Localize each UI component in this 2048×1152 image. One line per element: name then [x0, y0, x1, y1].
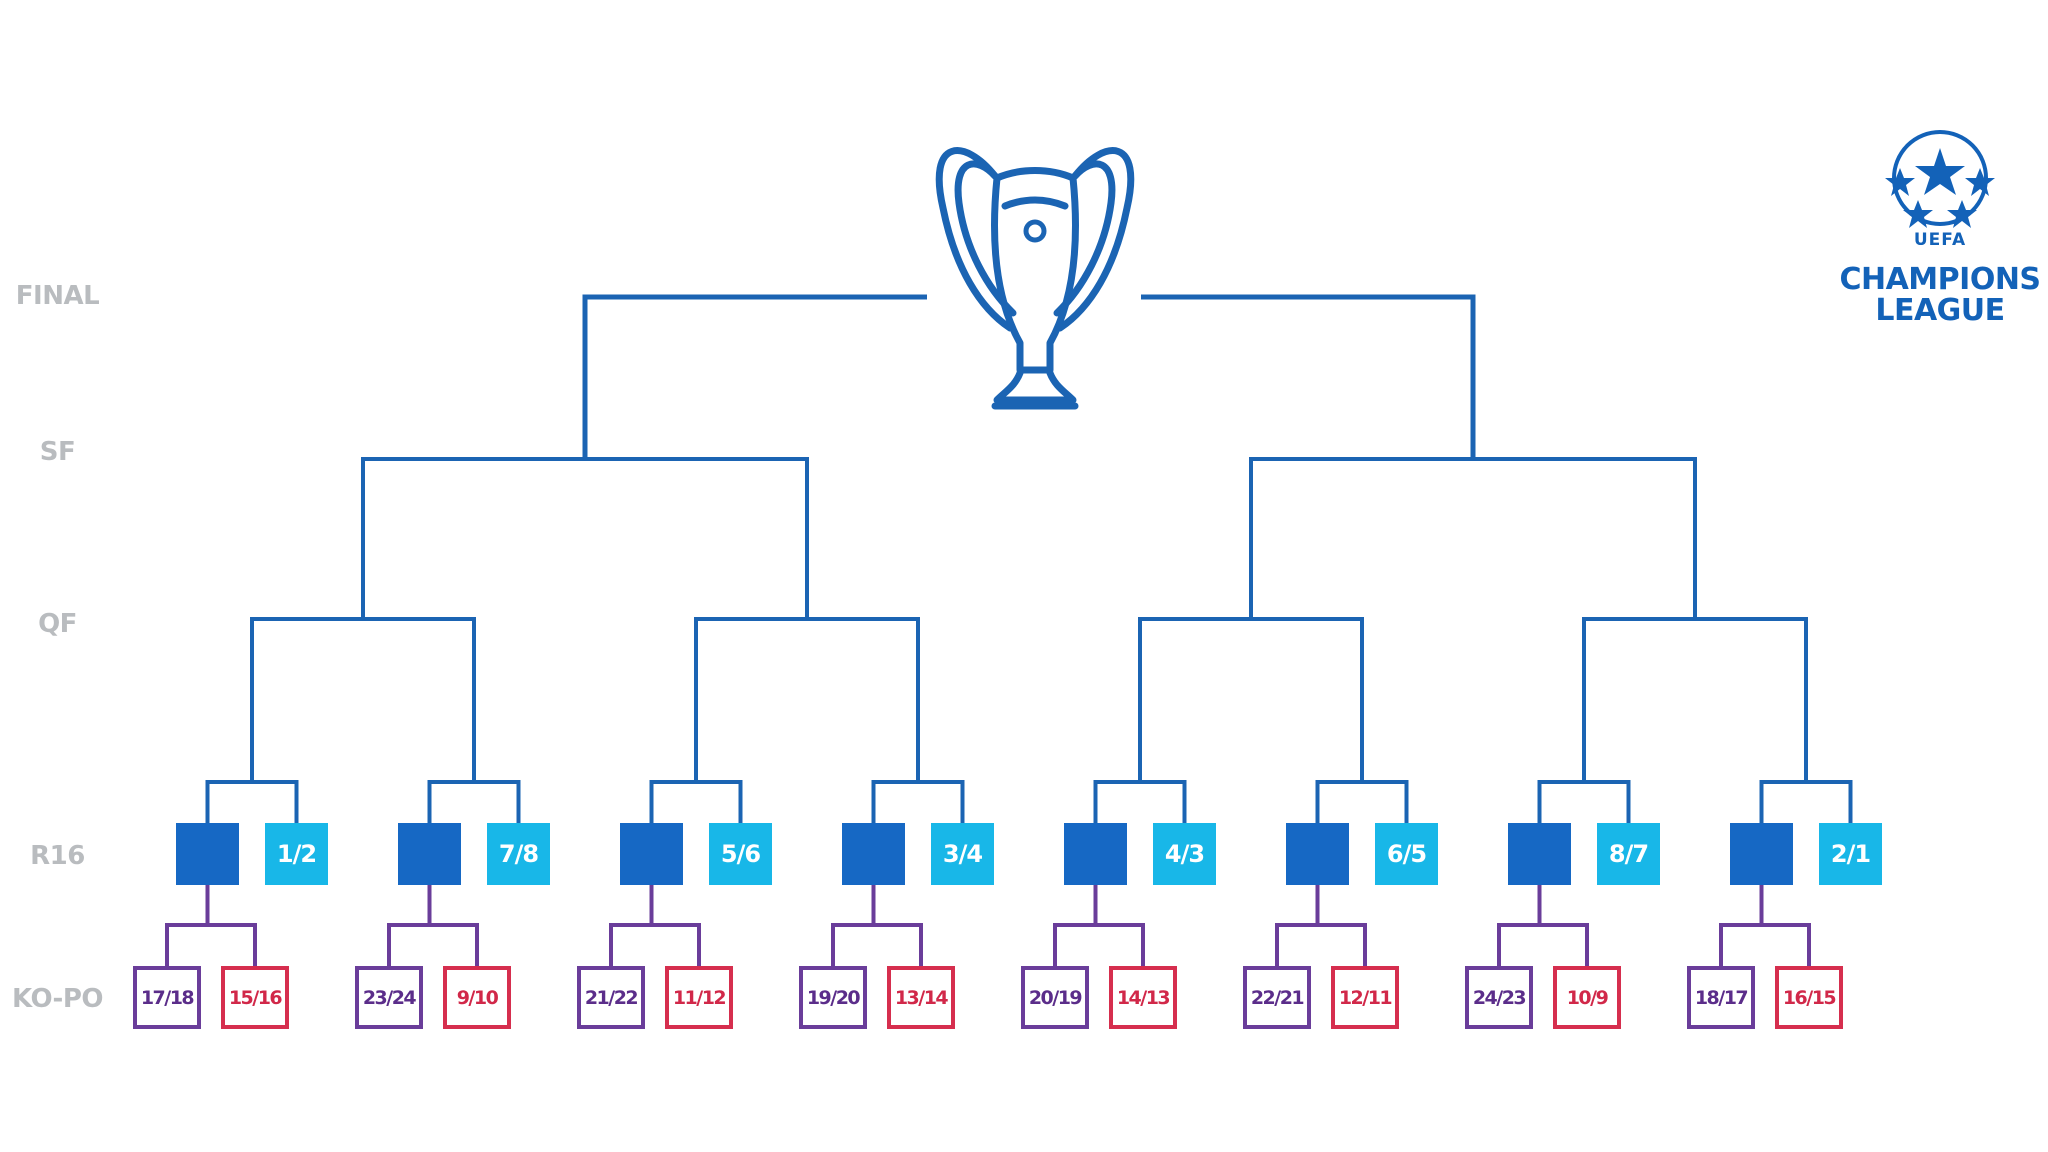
r16-slot	[398, 823, 461, 885]
qf-bracket-line	[1582, 617, 1808, 782]
r16-slot	[1064, 823, 1127, 885]
r16-link-line	[1093, 780, 1187, 823]
qf-bracket-line	[250, 617, 476, 782]
r16-slot	[1286, 823, 1349, 885]
kopo-tie-box: 22/21	[1243, 966, 1311, 1029]
kopo-link-line	[831, 923, 923, 966]
r16-slot	[1730, 823, 1793, 885]
r16-link-line	[649, 780, 743, 823]
r16-seed-box: 3/4	[931, 823, 994, 885]
r16-slot	[842, 823, 905, 885]
champions-league-logo	[1885, 130, 1995, 228]
qf-bracket-line	[694, 617, 920, 782]
round-label-kopo: KO-PO	[11, 984, 104, 1014]
r16-slot	[176, 823, 239, 885]
kopo-tie-box: 18/17	[1687, 966, 1755, 1029]
final-right-line	[1141, 294, 1476, 459]
round-label-r16: R16	[30, 841, 85, 871]
logo-champions-text: CHAMPIONS	[1839, 262, 2041, 297]
sf-bracket-line	[1249, 457, 1697, 619]
logo-uefa-text: UEFA	[1913, 230, 1967, 250]
kopo-link-line	[1053, 923, 1145, 966]
kopo-tie-box: 20/19	[1021, 966, 1089, 1029]
kopo-link-line	[1497, 923, 1589, 966]
r16-seed-box: 7/8	[487, 823, 550, 885]
kopo-tie-box: 23/24	[355, 966, 423, 1029]
r16-link-line	[427, 780, 521, 823]
kopo-link-line	[1275, 923, 1367, 966]
sf-bracket-line	[361, 457, 809, 619]
r16-link-line	[1315, 780, 1409, 823]
kopo-tie-box: 21/22	[577, 966, 645, 1029]
r16-seed-box: 5/6	[709, 823, 772, 885]
r16-link-line	[1537, 780, 1631, 823]
kopo-link-line	[165, 923, 257, 966]
trophy-icon	[935, 147, 1135, 410]
logo-league-text: LEAGUE	[1875, 293, 2005, 328]
round-label-sf: SF	[39, 437, 76, 467]
final-left-line	[582, 294, 927, 459]
kopo-link-line	[387, 923, 479, 966]
r16-link-line	[1759, 780, 1853, 823]
kopo-link-line	[1719, 923, 1811, 966]
r16-slot	[620, 823, 683, 885]
r16-seed-box: 1/2	[265, 823, 328, 885]
kopo-tie-box: 10/9	[1553, 966, 1621, 1029]
r16-link-line	[871, 780, 965, 823]
r16-seed-box: 2/1	[1819, 823, 1882, 885]
kopo-tie-box: 14/13	[1109, 966, 1177, 1029]
kopo-tie-box: 17/18	[133, 966, 201, 1029]
kopo-tie-box: 13/14	[887, 966, 955, 1029]
kopo-tie-box: 24/23	[1465, 966, 1533, 1029]
kopo-tie-box: 19/20	[799, 966, 867, 1029]
kopo-tie-box: 12/11	[1331, 966, 1399, 1029]
r16-link-line	[205, 780, 299, 823]
kopo-tie-box: 16/15	[1775, 966, 1843, 1029]
kopo-tie-box: 9/10	[443, 966, 511, 1029]
round-label-qf: QF	[38, 609, 77, 639]
r16-slot	[1508, 823, 1571, 885]
r16-seed-box: 6/5	[1375, 823, 1438, 885]
qf-bracket-line	[1138, 617, 1364, 782]
round-label-final: FINAL	[15, 281, 100, 311]
r16-seed-box: 8/7	[1597, 823, 1660, 885]
kopo-tie-box: 15/16	[221, 966, 289, 1029]
kopo-tie-box: 11/12	[665, 966, 733, 1029]
kopo-link-line	[609, 923, 701, 966]
r16-seed-box: 4/3	[1153, 823, 1216, 885]
